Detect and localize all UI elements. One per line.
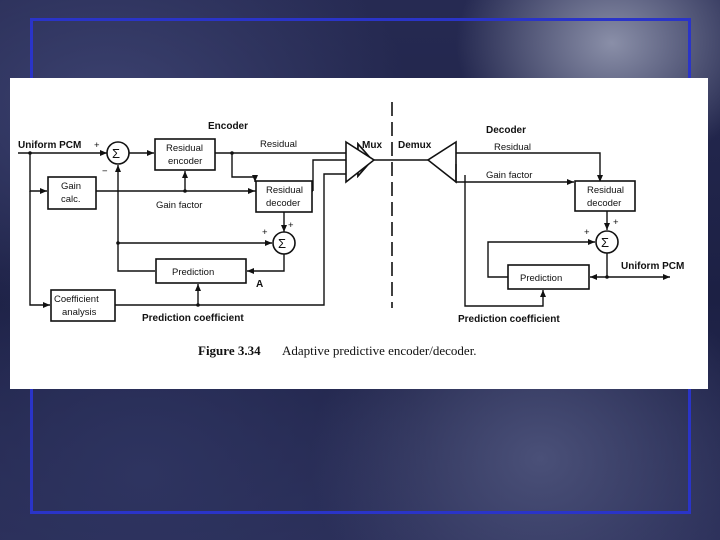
input-junction bbox=[28, 151, 32, 155]
figure-caption: Adaptive predictive encoder/decoder. bbox=[282, 343, 477, 358]
gain-factor-dec: Gain factor bbox=[486, 170, 532, 181]
sum2-plus-top: + bbox=[288, 220, 294, 231]
pred-to-sum3 bbox=[487, 239, 595, 278]
coef-to-mux bbox=[115, 171, 355, 306]
gain-to-mux bbox=[312, 157, 355, 191]
gain-calc-block bbox=[47, 176, 97, 210]
input-to-coef bbox=[29, 191, 50, 308]
residual-label-dec: Residual bbox=[494, 142, 531, 153]
resenc-line2: encoder bbox=[168, 156, 202, 167]
sum2-sigma: Σ bbox=[278, 236, 286, 251]
residual-encoder-block bbox=[154, 138, 216, 171]
demux-residual bbox=[456, 152, 603, 182]
residual-junction bbox=[230, 151, 234, 155]
coef-line2: analysis bbox=[62, 307, 97, 318]
pred-coef-enc: Prediction coefficient bbox=[142, 313, 244, 324]
coef-line1: Coefficient bbox=[54, 294, 99, 305]
demux-pred-coef bbox=[464, 175, 546, 307]
gaincalc-line1: Gain bbox=[61, 181, 81, 192]
output-label: Uniform PCM bbox=[621, 261, 684, 272]
resdecdec-line1: Residual bbox=[587, 185, 624, 196]
sum3-plus-top: + bbox=[613, 217, 619, 228]
sum3-sigma: Σ bbox=[601, 235, 609, 250]
input-label: Uniform PCM bbox=[18, 140, 81, 151]
pred-coef-dec: Prediction coefficient bbox=[458, 314, 560, 325]
mux-block bbox=[345, 140, 376, 184]
residual-decoder-dec-block bbox=[574, 180, 636, 212]
encoder-title: Encoder bbox=[208, 121, 248, 132]
block-diagram: Encoder Uniform PCM + − Σ Residual encod… bbox=[18, 102, 684, 358]
point-a: A bbox=[256, 279, 263, 290]
sum2-to-pred bbox=[247, 254, 285, 274]
gain-factor-enc: Gain factor bbox=[156, 200, 202, 211]
pred-junction bbox=[116, 241, 120, 245]
residual-label-enc: Residual bbox=[260, 139, 297, 150]
sum1-minus: − bbox=[102, 166, 108, 177]
resdecdec-line2: decoder bbox=[587, 198, 621, 209]
figure-panel: Encoder Uniform PCM + − Σ Residual encod… bbox=[10, 78, 708, 389]
gaincalc-line2: calc. bbox=[61, 194, 81, 205]
prediction-dec-label: Prediction bbox=[520, 273, 562, 284]
pred-out bbox=[117, 261, 155, 272]
prediction-enc-label: Prediction bbox=[172, 267, 214, 278]
residual-branch bbox=[231, 153, 258, 182]
sum1-sigma: Σ bbox=[112, 146, 120, 161]
resenc-line1: Residual bbox=[166, 143, 203, 154]
demux-label: Demux bbox=[398, 140, 432, 151]
sum2-plus-left: + bbox=[262, 227, 268, 238]
resdecenc-line1: Residual bbox=[266, 185, 303, 196]
input-to-gaincalc bbox=[29, 153, 47, 194]
gain-junction bbox=[183, 189, 187, 193]
coef-junction bbox=[196, 303, 200, 307]
demux-block bbox=[426, 140, 457, 184]
prediction-enc-block bbox=[155, 258, 247, 284]
residual-decoder-enc-block bbox=[255, 180, 313, 213]
figure-number: Figure 3.34 bbox=[198, 343, 261, 358]
resdecenc-line2: decoder bbox=[266, 198, 300, 209]
sum3-plus-left: + bbox=[584, 227, 590, 238]
sum1-plus: + bbox=[94, 140, 100, 151]
mux-label: Mux bbox=[362, 140, 382, 151]
decoder-title: Decoder bbox=[486, 125, 526, 136]
demux-gain bbox=[455, 164, 574, 185]
output-junction bbox=[605, 275, 609, 279]
